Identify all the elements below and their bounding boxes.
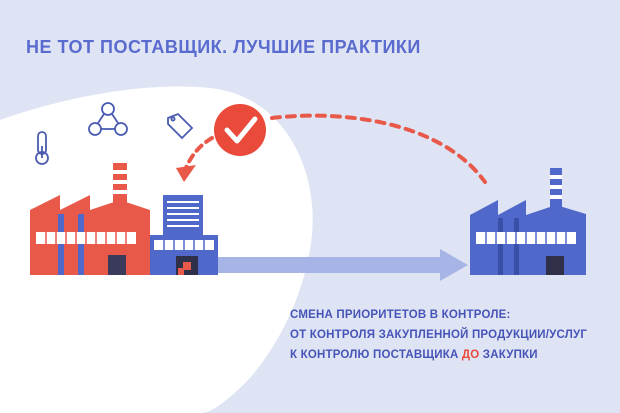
thermometer-icon	[35, 131, 49, 165]
supply-arrow	[218, 249, 468, 281]
checkmark-icon	[214, 104, 266, 156]
red-factory	[30, 163, 150, 275]
blue-warehouse	[150, 195, 218, 275]
caption-accent-word: ДО	[461, 349, 480, 361]
price-tag-icon	[167, 112, 194, 140]
arrowhead-red	[176, 165, 196, 182]
caption-line-1: СМЕНА ПРИОРИТЕТОВ В КОНТРОЛЕ:	[290, 309, 511, 321]
page-title: НЕ ТОТ ПОСТАВЩИК. ЛУЧШИЕ ПРАКТИКИ	[26, 37, 421, 57]
caption-line-3: К КОНТРОЛЮ ПОСТАВЩИКА ДО ЗАКУПКИ	[290, 345, 587, 365]
dashed-arc-to-supplier	[270, 113, 487, 184]
network-people-icon	[88, 102, 128, 136]
caption-line-2: ОТ КОНТРОЛЯ ЗАКУПЛЕННОЙ ПРОДУКЦИИ/УСЛУГ	[290, 329, 588, 341]
caption: СМЕНА ПРИОРИТЕТОВ В КОНТРОЛЕ: ОТ КОНТРОЛ…	[290, 305, 587, 365]
supplier-factory	[470, 168, 586, 275]
caption-line-3-end: ЗАКУПКИ	[479, 349, 538, 361]
caption-line-3-start: К КОНТРОЛЮ ПОСТАВЩИКА	[290, 349, 462, 361]
